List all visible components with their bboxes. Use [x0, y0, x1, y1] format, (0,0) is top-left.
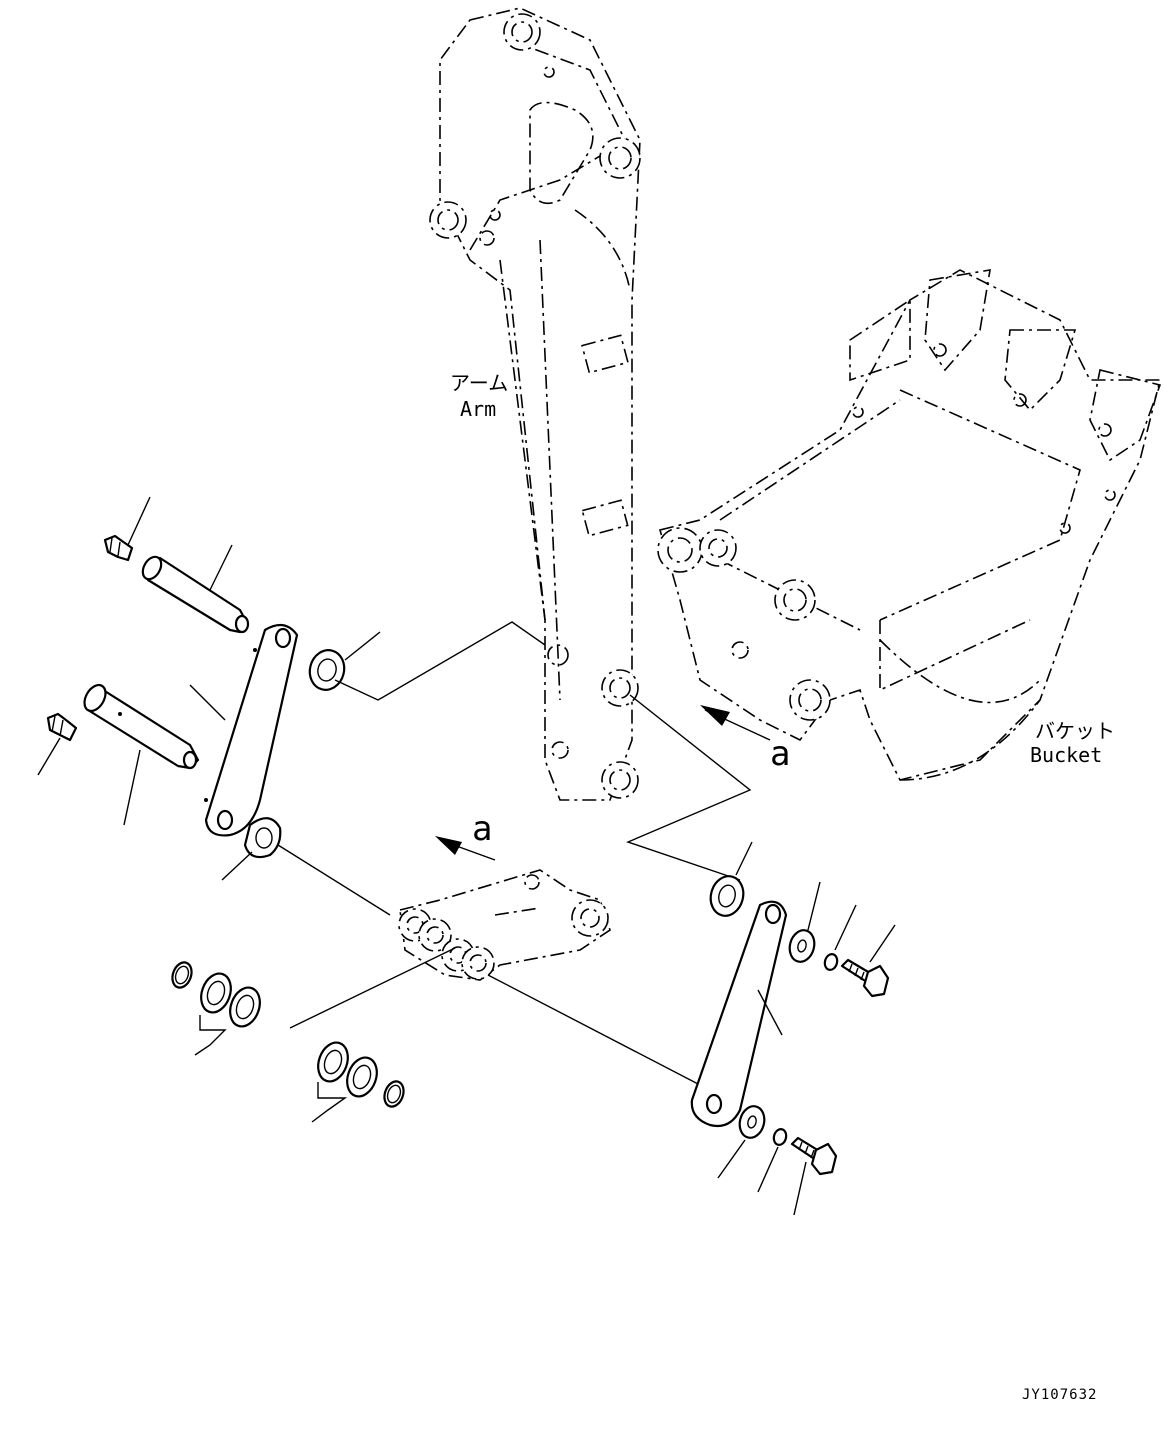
drawing-reference-number: JY107632	[1022, 1387, 1097, 1403]
view-marker-upper: a	[770, 734, 790, 774]
view-arrow-upper	[700, 705, 771, 741]
bucket-label-jp: バケット	[1035, 719, 1115, 743]
arm-outline	[429, 7, 641, 801]
bucket-link-outline	[398, 869, 611, 981]
shim-lower-left	[243, 817, 282, 859]
grease-fitting-upper	[103, 534, 134, 562]
leader-bolt-lower-right	[793, 1161, 807, 1216]
leader-grease-fitting-upper	[127, 496, 151, 546]
leader-grease-fitting-lower	[37, 737, 61, 776]
arm-label-en: Arm	[460, 397, 496, 421]
leader-washer-lower-right	[717, 1139, 746, 1179]
washer-lower-right	[738, 1105, 766, 1139]
lock-washer-lower-right	[772, 1128, 788, 1146]
link-left	[204, 623, 299, 837]
snap-ring-left	[171, 961, 193, 989]
shim-right	[709, 875, 745, 917]
assembly-line-shim-lower	[277, 844, 391, 916]
bucket-outline	[657, 269, 1162, 781]
view-marker-lower: a	[472, 809, 492, 849]
assembly-line-shim-arm	[334, 621, 546, 701]
leader-seal-pair-left	[194, 1015, 227, 1056]
bucket-label-en: Bucket	[1030, 743, 1102, 767]
link-right	[690, 900, 788, 1128]
leader-shim-upper-left	[344, 631, 381, 661]
leader-pin-upper	[209, 544, 233, 591]
washer-upper-right	[788, 929, 816, 963]
leader-lock-washer-lower-right	[757, 1146, 779, 1193]
leader-pin-lower	[123, 749, 141, 826]
bolt-lower-right	[790, 1136, 838, 1176]
leader-lock-washer-upper-right	[834, 904, 857, 951]
seal-pair-right	[317, 1041, 378, 1098]
grease-fitting-lower	[46, 712, 78, 742]
shim-upper-left	[308, 649, 346, 691]
bolt-upper-right	[840, 958, 890, 998]
leader-seal-pair-right	[311, 1082, 348, 1123]
pin-upper	[141, 555, 250, 634]
assembly-line-link-right	[487, 974, 701, 1086]
snap-ring-right	[383, 1080, 405, 1108]
pin-lower	[83, 683, 200, 770]
assembly-line-arm-right	[626, 694, 752, 881]
leader-bolt-upper-right	[869, 924, 896, 963]
leader-shim-lower-left	[221, 851, 253, 881]
assembly-line-link-left	[289, 947, 456, 1029]
leader-washer-upper-right	[807, 881, 821, 931]
leader-link-right	[757, 989, 783, 1036]
view-arrow-lower	[435, 836, 496, 861]
lock-washer-upper-right	[823, 953, 839, 971]
leader-link-left	[189, 684, 226, 721]
seal-pair-left	[200, 972, 261, 1028]
leader-shim-right	[735, 841, 753, 876]
arm-label-jp: アーム	[450, 371, 508, 395]
